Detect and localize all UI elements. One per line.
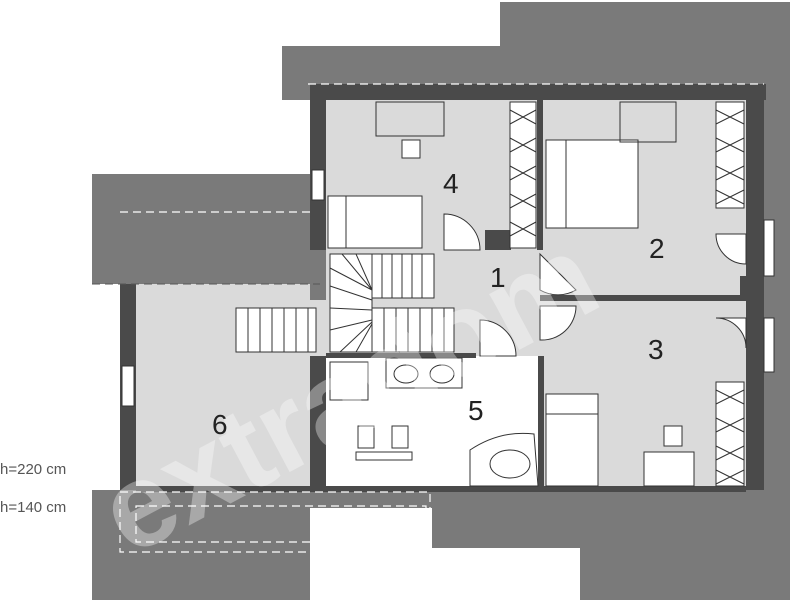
roof-slope-bottom-wing [119, 491, 431, 553]
stair-lower-treads [383, 308, 445, 352]
door-balcony-3 [715, 317, 747, 349]
wall-left-lower [310, 356, 326, 490]
height-labels: h=220 cm h=140 cm [0, 461, 66, 516]
wall-between-4-2 [537, 100, 543, 250]
toilet [357, 425, 375, 449]
bed-room-4 [327, 195, 423, 249]
bed-room-2 [545, 139, 639, 229]
room-label-2: 2 [649, 233, 665, 264]
window-room-4 [311, 169, 325, 201]
doors [443, 213, 747, 357]
desk-room-2 [619, 101, 677, 143]
room-label-5: 5 [468, 395, 484, 426]
chair-room-3 [663, 425, 683, 447]
roof-slope-bottom-wing-inner [135, 505, 427, 543]
shower-tray [329, 361, 369, 401]
bed-room-3 [545, 393, 599, 487]
door-room-4 [443, 213, 481, 251]
wardrobe-room-2-hatch [715, 109, 745, 205]
wardrobes [509, 101, 745, 487]
wardrobe-room-2 [715, 101, 745, 209]
window-room-6 [121, 365, 135, 407]
bathtub-basin [489, 449, 531, 479]
door-room-2 [539, 252, 577, 296]
door-room-5 [479, 319, 517, 357]
window-room-3 [763, 317, 775, 373]
wardrobe-room-4-hatch [509, 109, 537, 237]
chair-room-4 [401, 139, 421, 159]
wall-bath-top [326, 353, 476, 358]
height-label-140: h=140 cm [0, 499, 66, 516]
door-balcony-2 [715, 233, 747, 265]
sink-right [429, 364, 455, 384]
roof-left-wing [92, 174, 310, 284]
stair-side-treads [247, 308, 309, 352]
bathroom-fixtures [329, 357, 539, 487]
room-label-3: 3 [648, 334, 664, 365]
stair-side-run [235, 307, 317, 353]
wardrobe-room-3-hatch [715, 389, 745, 485]
wardrobe-room-3 [715, 381, 745, 487]
room-label-4: 4 [443, 168, 459, 199]
door-room-3 [539, 305, 577, 341]
window-room-2 [763, 219, 775, 277]
room-labels: 4 2 1 3 5 6 [212, 168, 665, 440]
sink-left [393, 364, 419, 384]
height-label-220: h=220 cm [0, 461, 66, 478]
windows [121, 169, 775, 407]
wall-hall-right-stub [740, 276, 764, 300]
bidet [391, 425, 409, 449]
wall-bottom [136, 486, 746, 492]
room-label-1: 1 [490, 262, 506, 293]
wall-bath-right [538, 356, 544, 490]
desk-room-3 [643, 451, 695, 487]
wall-outer-top [310, 84, 766, 100]
wall-stub-1 [485, 230, 511, 250]
room-label-6: 6 [212, 409, 228, 440]
wardrobe-room-4 [509, 101, 537, 249]
stair-upper-treads [381, 254, 423, 298]
roof-slope-lines [92, 83, 764, 553]
desk-room-4 [375, 101, 445, 137]
bath-cabinet [355, 451, 413, 461]
stair-lower-run [371, 307, 455, 353]
staircase [235, 253, 455, 353]
stair-winder-treads [329, 253, 373, 353]
wall-between-2-3 [540, 295, 746, 301]
furniture [327, 101, 695, 487]
